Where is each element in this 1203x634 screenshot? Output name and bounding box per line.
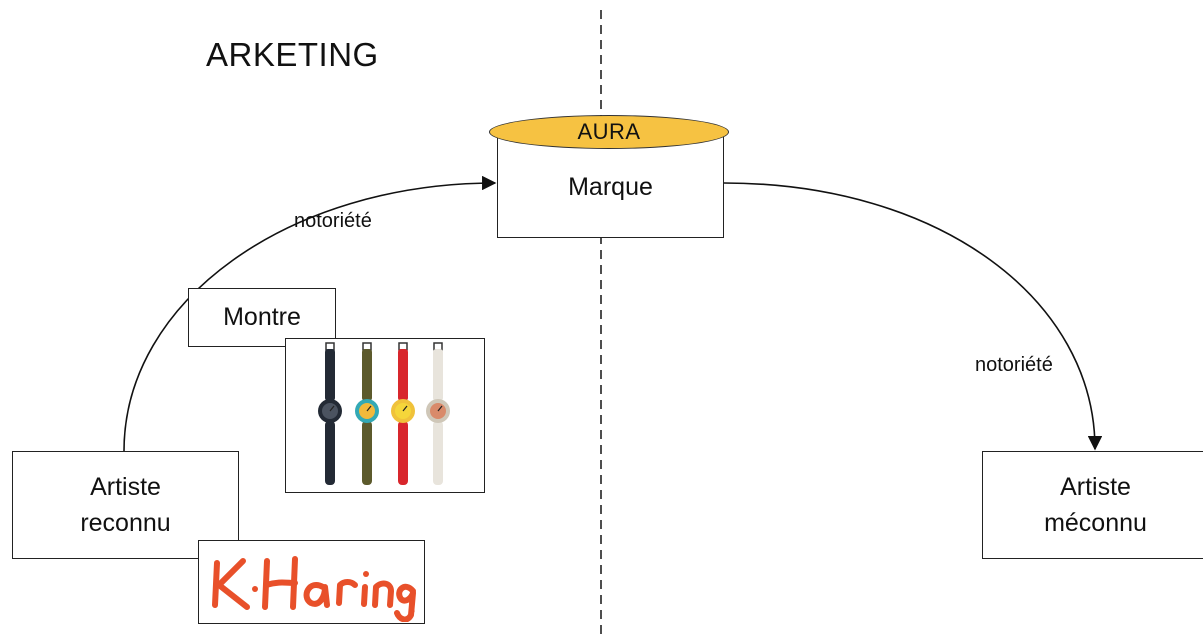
node-aura: AURA [489,115,729,149]
node-artiste-meconnu-label: Artiste méconnu [1044,472,1147,537]
edge-label-right: notoriété [975,354,1053,376]
watches-illustration [318,342,450,485]
arrow-reconnu-to-marque [123,175,497,452]
node-artiste-reconnu-label: Artiste reconnu [80,472,171,537]
node-marque-label: Marque [568,173,653,201]
watches-image [285,338,485,493]
black-watch [318,342,342,485]
haring-logo [212,556,416,623]
node-artiste-meconnu: Artiste méconnu [982,451,1203,559]
node-montre: Montre [188,288,336,347]
clear-watch [426,342,450,485]
arrow-marque-to-meconnu [723,182,1103,451]
page-title: ARKETING [206,36,379,73]
edge-label-left: notoriété [294,210,372,232]
red-watch [391,342,415,485]
olive-watch [355,342,379,485]
node-montre-label: Montre [223,303,301,332]
haring-logo-frame [198,540,425,624]
